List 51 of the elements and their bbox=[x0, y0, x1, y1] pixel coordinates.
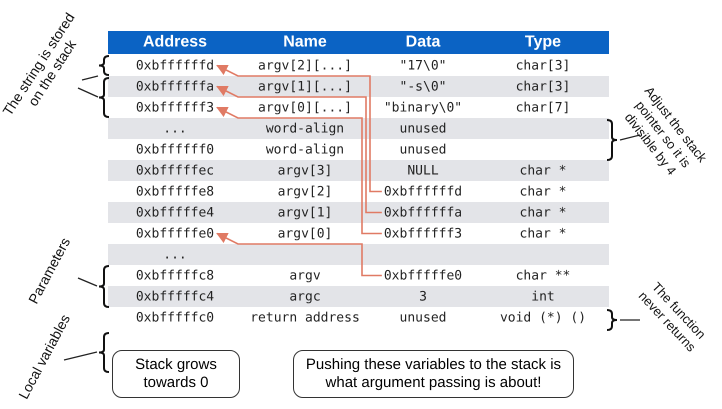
memory-address: 0xbffffffa bbox=[136, 79, 214, 94]
leader-line bbox=[620, 134, 640, 141]
memory-address: 0xbfffffe0 bbox=[136, 226, 214, 241]
memory-address: 0xbffffff0 bbox=[136, 142, 214, 157]
type-name: char[7] bbox=[516, 100, 570, 115]
data-value: NULL bbox=[407, 163, 439, 178]
data-value: 0xbffffffd bbox=[384, 184, 462, 199]
data-value: unused bbox=[400, 121, 446, 136]
arrow bbox=[216, 106, 382, 234]
data-value: 0xbffffff3 bbox=[384, 226, 462, 241]
leader-line bbox=[78, 277, 98, 287]
column-header: Address bbox=[142, 34, 208, 50]
data-value: unused bbox=[400, 142, 446, 157]
memory-address: 0xbfffffc4 bbox=[136, 289, 214, 304]
memory-address: ... bbox=[163, 121, 187, 136]
type-name: char[3] bbox=[516, 79, 570, 94]
arrow bbox=[216, 86, 382, 214]
memory-address: 0xbfffffe4 bbox=[136, 205, 214, 220]
memory-address: 0xbfffffc8 bbox=[136, 268, 214, 283]
arrow bbox=[216, 64, 382, 192]
column-header: Name bbox=[283, 34, 327, 50]
type-name: char * bbox=[520, 226, 566, 241]
type-name: int bbox=[531, 289, 555, 304]
memory-address: 0xbfffffc0 bbox=[136, 310, 214, 325]
memory-address: ... bbox=[163, 247, 187, 262]
data-value: "-s\0" bbox=[400, 79, 446, 94]
type-name: char * bbox=[520, 163, 566, 178]
memory-address: 0xbffffffd bbox=[136, 58, 214, 73]
type-name: char[3] bbox=[516, 58, 570, 73]
data-value: 3 bbox=[419, 289, 427, 304]
leader-line bbox=[620, 319, 640, 321]
type-name: char * bbox=[520, 184, 566, 199]
arrow bbox=[216, 232, 382, 276]
leader-line bbox=[64, 351, 98, 361]
data-value: unused bbox=[400, 310, 446, 325]
data-value: 0xbffffffa bbox=[384, 205, 462, 220]
data-value: 0xbfffffe0 bbox=[384, 268, 462, 283]
memory-address: 0xbfffffe8 bbox=[136, 184, 214, 199]
note-box: Pushing these variables to the stack is what argument passing is about! bbox=[293, 350, 574, 398]
leader-line bbox=[82, 75, 98, 81]
memory-address: 0xbffffff3 bbox=[136, 100, 214, 115]
column-header: Type bbox=[524, 34, 562, 50]
data-value: "binary\0" bbox=[384, 100, 462, 115]
type-name: char * bbox=[520, 205, 566, 220]
data-value: "17\0" bbox=[400, 58, 446, 73]
leader-line bbox=[78, 87, 98, 98]
type-name: char ** bbox=[516, 268, 570, 283]
type-name: void (*) () bbox=[500, 310, 586, 325]
column-header: Data bbox=[406, 34, 440, 50]
note-box: Stack grows towards 0 bbox=[112, 350, 240, 398]
memory-address: 0xbfffffec bbox=[136, 163, 214, 178]
